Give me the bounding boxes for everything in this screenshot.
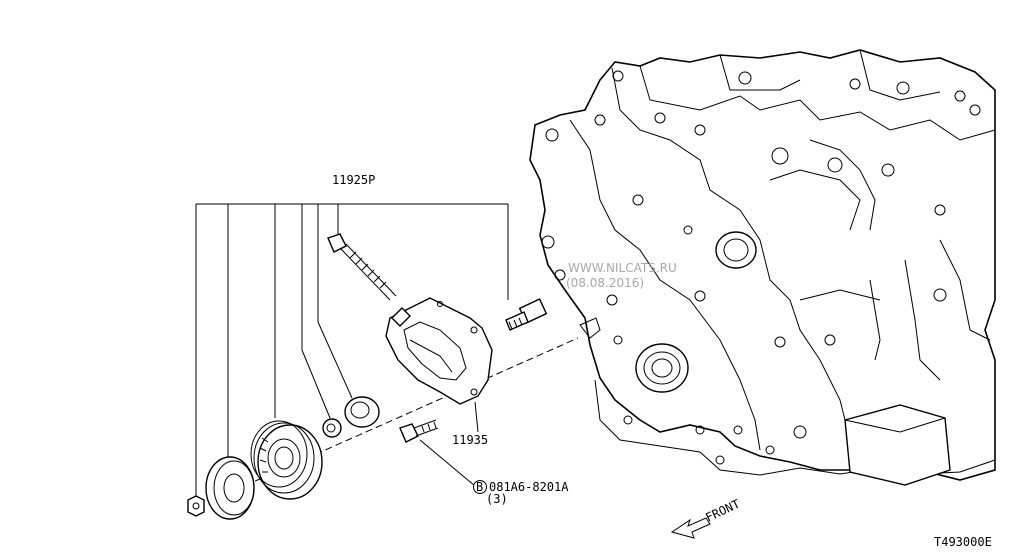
label-bolt-qty: (3) — [486, 492, 508, 506]
bolt-code-circle — [473, 480, 487, 494]
long-bolt — [327, 233, 397, 301]
label-tensioner-assembly: 11925P — [332, 173, 375, 187]
label-bolt-code: 081A6-8201A — [489, 480, 569, 494]
pivot-stud — [505, 298, 548, 331]
spacer-ring — [344, 396, 380, 428]
watermark-line2: (08.08.2016) — [566, 276, 644, 290]
watermark-line1: WWW.NILCATS.RU — [568, 261, 677, 275]
flange-nut — [187, 495, 205, 517]
engine-block — [529, 49, 996, 486]
idler-pulley — [250, 420, 323, 500]
figure-id: T493000E — [934, 535, 992, 549]
small-washer — [322, 418, 342, 438]
label-front: FRONT — [703, 497, 742, 525]
bracket-bolt — [399, 419, 439, 443]
bolt-code-symbol: B — [476, 480, 483, 494]
front-direction-arrow — [670, 517, 711, 539]
tensioner-bracket — [385, 297, 493, 405]
leader-lines — [195, 203, 579, 500]
pulley-cover-plate — [205, 456, 255, 520]
label-bracket: 11935 — [452, 433, 488, 447]
